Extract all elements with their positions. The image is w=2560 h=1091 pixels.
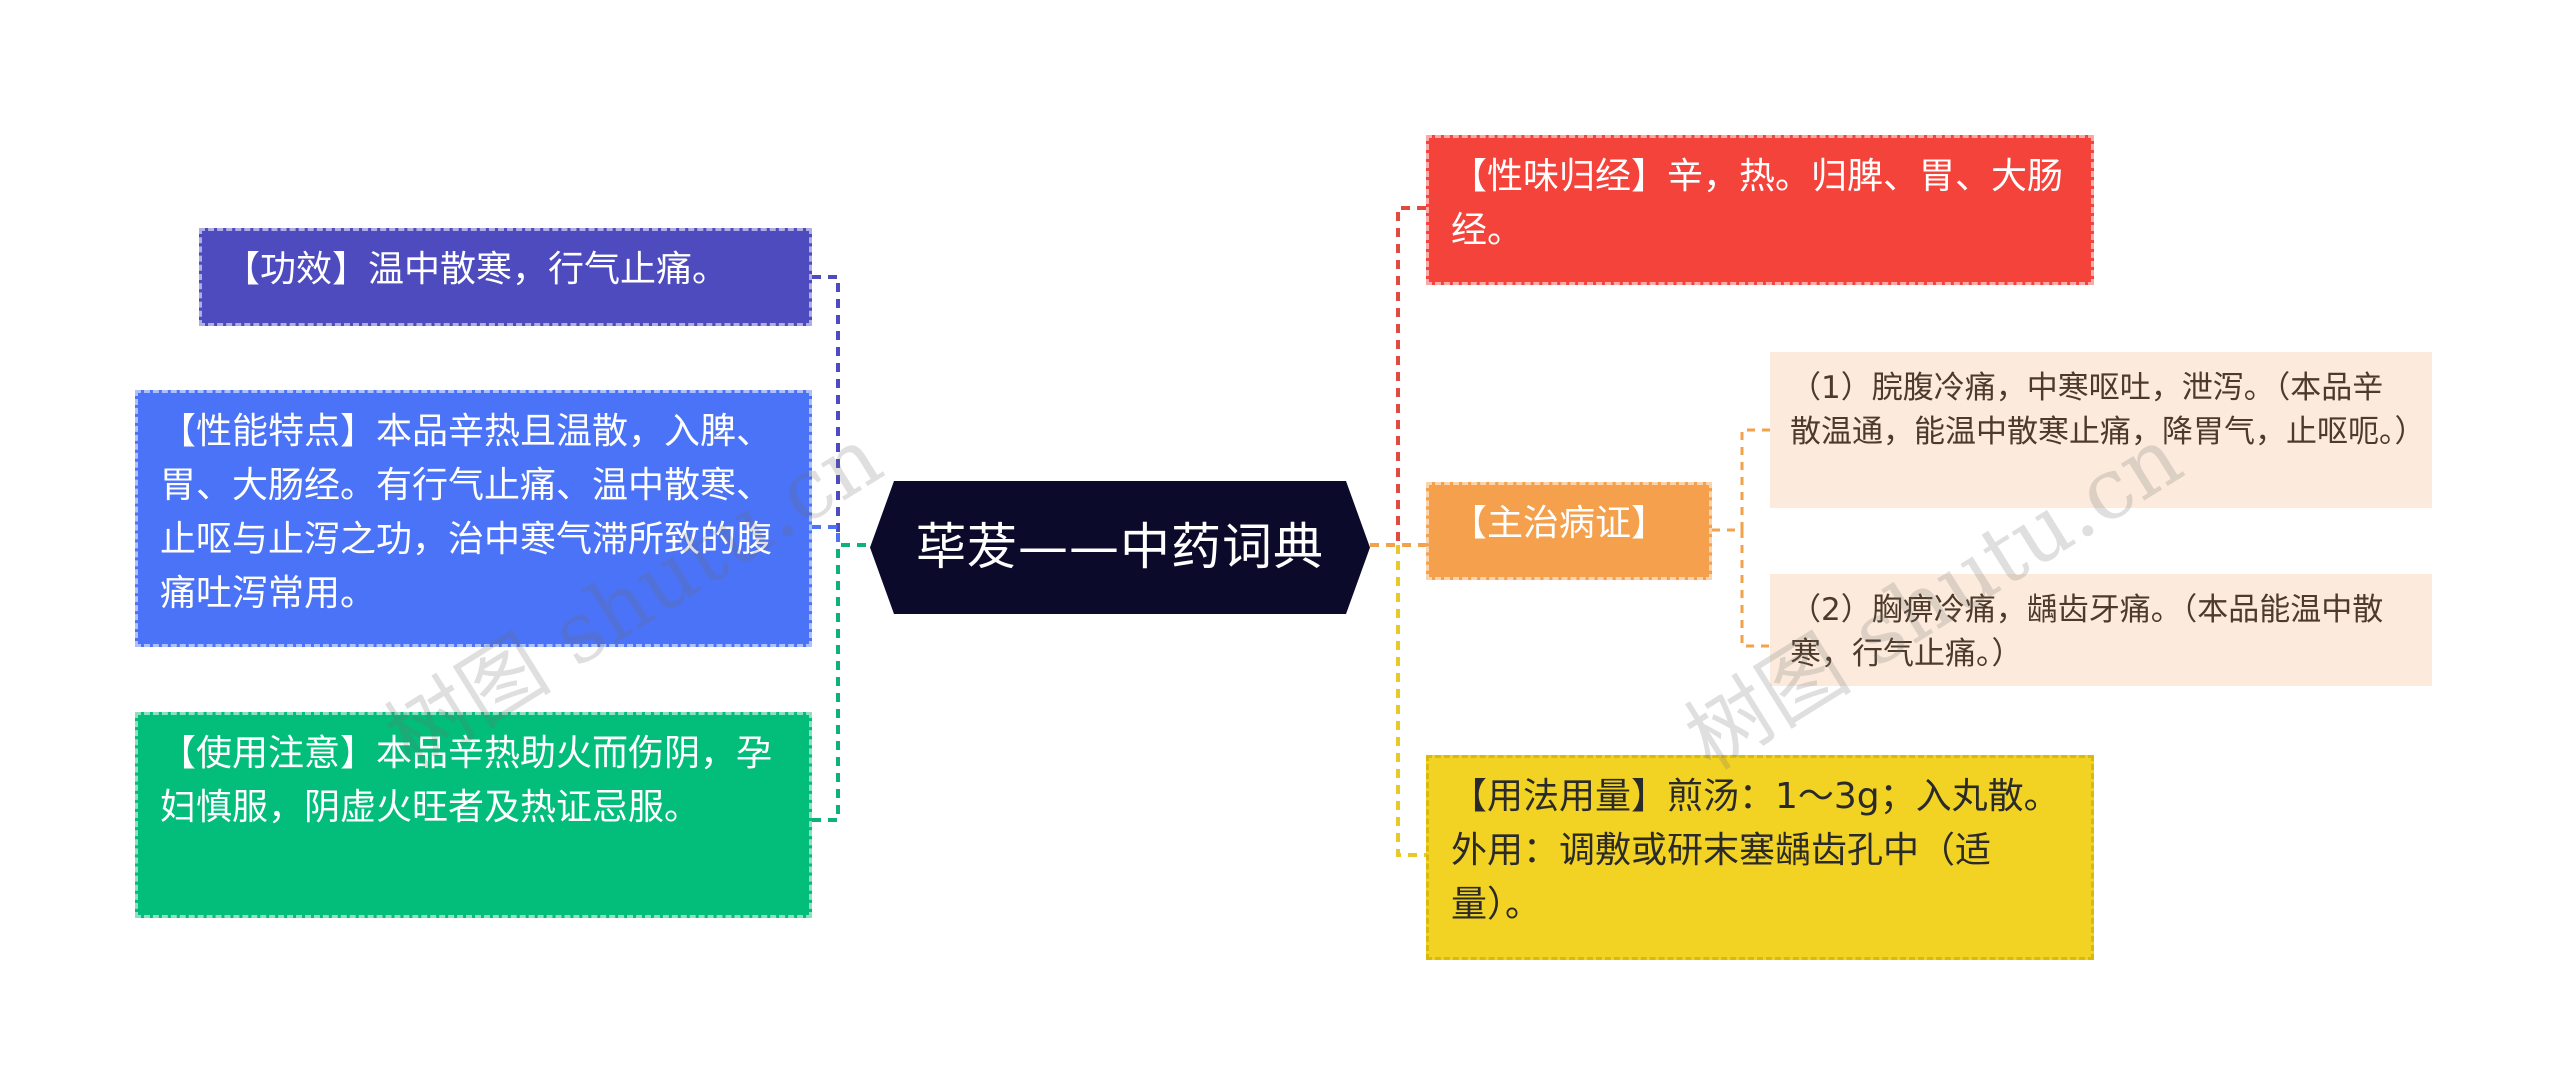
subnode-zhuzhi-2-text: （2）胸痹冷痛，龋齿牙痛。（本品能温中散寒，行气止痛。）	[1790, 592, 2384, 672]
node-xingneng[interactable]: 【性能特点】本品辛热且温散，入脾、胃、大肠经。有行气止痛、温中散寒、止呕与止泻之…	[135, 390, 812, 647]
node-xingneng-text: 【性能特点】本品辛热且温散，入脾、胃、大肠经。有行气止痛、温中散寒、止呕与止泻之…	[160, 411, 773, 614]
node-gongxiao[interactable]: 【功效】温中散寒，行气止痛。	[199, 228, 812, 326]
node-yongfa-text: 【用法用量】煎汤：1～3g；入丸散。外用：调敷或研末塞龋齿孔中（适量）。	[1451, 776, 2060, 925]
root-topic[interactable]: 荜茇——中药词典	[870, 481, 1370, 614]
node-xingwei[interactable]: 【性味归经】辛，热。归脾、胃、大肠经。	[1426, 135, 2094, 285]
node-zhuzhi-text: 【主治病证】	[1451, 503, 1668, 544]
node-gongxiao-text: 【功效】温中散寒，行气止痛。	[224, 249, 729, 290]
subnode-zhuzhi-1-text: （1）脘腹冷痛，中寒呕吐，泄泻。（本品辛散温通，能温中散寒止痛，降胃气，止呕呃。…	[1790, 370, 2426, 450]
node-zhuyi[interactable]: 【使用注意】本品辛热助火而伤阴，孕妇慎服，阴虚火旺者及热证忌服。	[135, 712, 812, 918]
subnode-zhuzhi-2[interactable]: （2）胸痹冷痛，龋齿牙痛。（本品能温中散寒，行气止痛。）	[1770, 574, 2432, 686]
node-xingwei-text: 【性味归经】辛，热。归脾、胃、大肠经。	[1451, 156, 2064, 251]
root-title: 荜茇——中药词典	[916, 518, 1324, 576]
subnode-zhuzhi-1[interactable]: （1）脘腹冷痛，中寒呕吐，泄泻。（本品辛散温通，能温中散寒止痛，降胃气，止呕呃。…	[1770, 352, 2432, 508]
node-zhuyi-text: 【使用注意】本品辛热助火而伤阴，孕妇慎服，阴虚火旺者及热证忌服。	[160, 733, 773, 828]
node-yongfa[interactable]: 【用法用量】煎汤：1～3g；入丸散。外用：调敷或研末塞龋齿孔中（适量）。	[1426, 755, 2094, 960]
node-zhuzhi[interactable]: 【主治病证】	[1426, 482, 1712, 580]
